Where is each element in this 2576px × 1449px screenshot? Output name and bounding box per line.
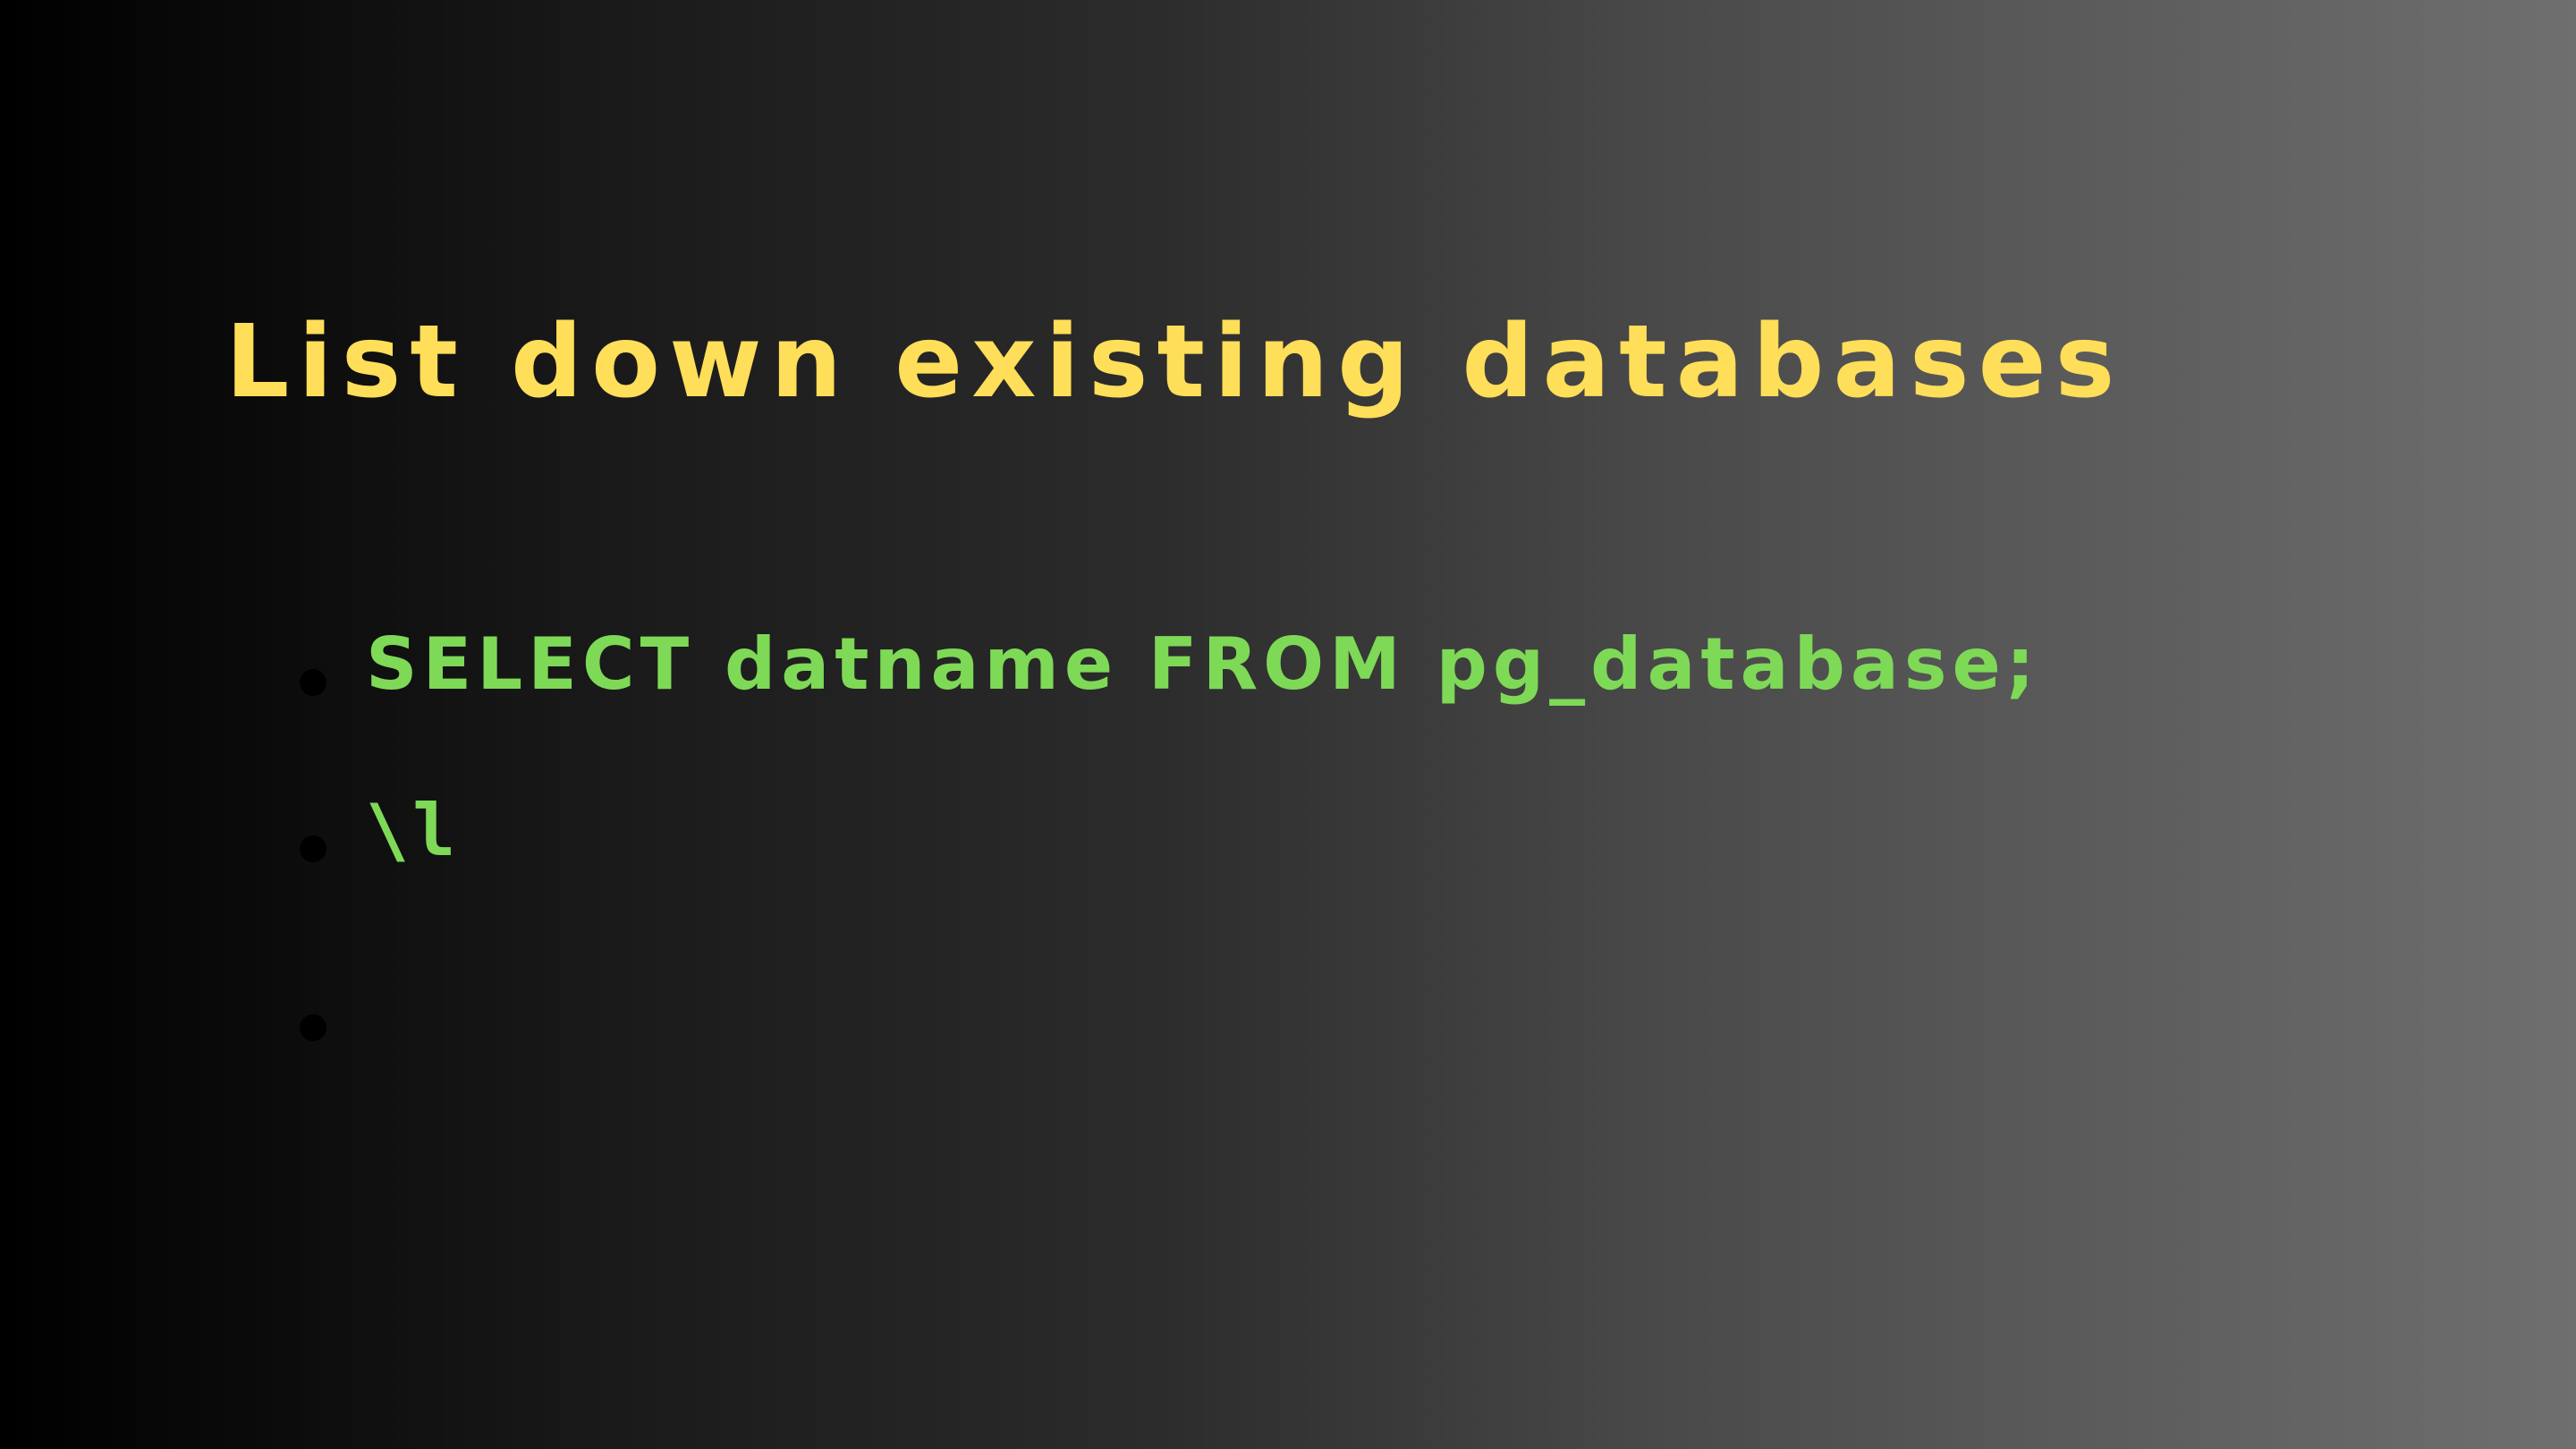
- list-item: \l: [300, 792, 2040, 869]
- slide-title: List down existing databases: [225, 304, 2124, 420]
- bullet-list: SELECT datname FROM pg_database; \l: [300, 626, 2040, 1138]
- psql-command-text: \l: [366, 789, 460, 872]
- bullet-dot-icon: [300, 669, 326, 696]
- sql-query-text: SELECT datname FROM pg_database;: [366, 623, 2040, 706]
- list-item: [300, 971, 2040, 1048]
- bullet-dot-icon: [300, 1014, 326, 1041]
- bullet-dot-icon: [300, 835, 326, 862]
- list-item: SELECT datname FROM pg_database;: [300, 626, 2040, 703]
